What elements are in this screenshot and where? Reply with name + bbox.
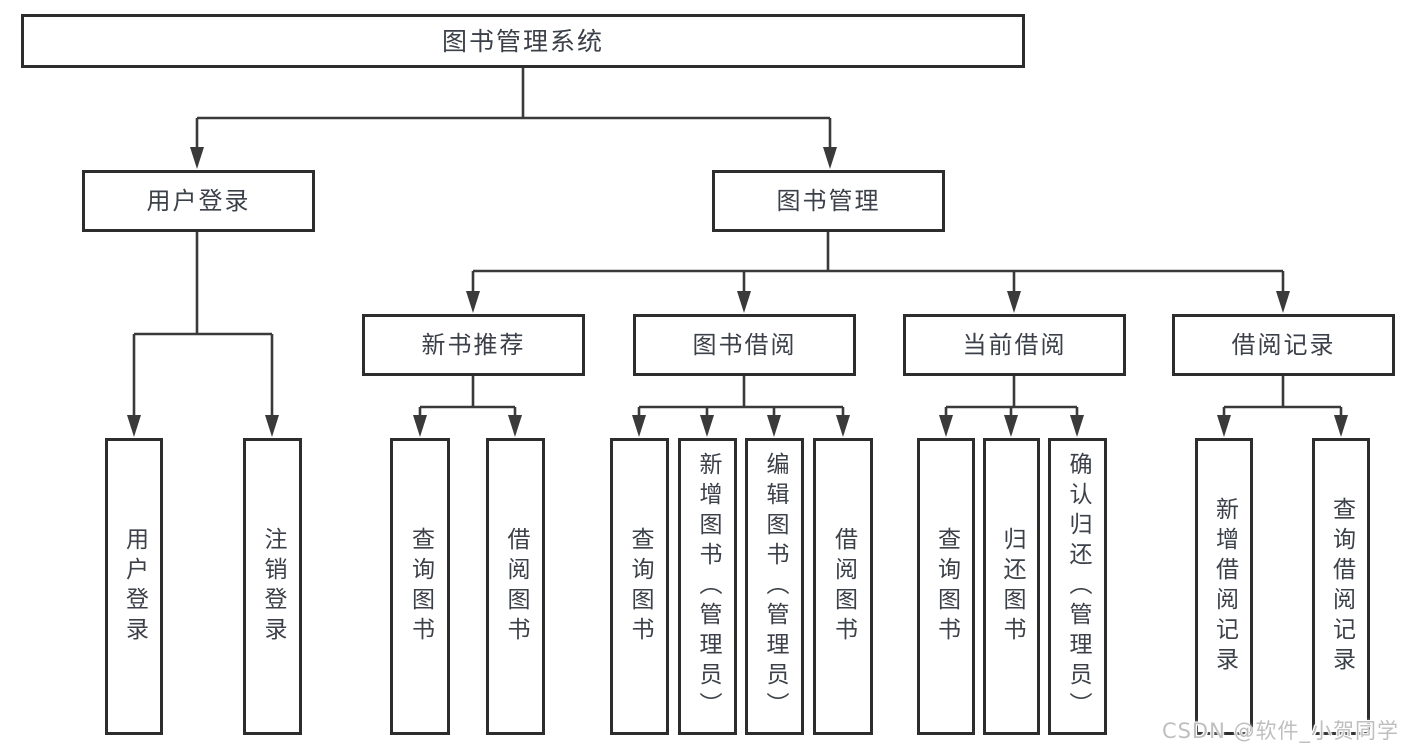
arrowhead-icons: [127, 147, 1348, 437]
leaf-query-borrow-record: 查询借阅记录: [1312, 438, 1370, 735]
leaf-borrow-query-book-label: 查询图书: [627, 526, 653, 647]
leaf-recommend-borrow-book: 借阅图书: [486, 438, 545, 735]
node-current-borrow-label: 当前借阅: [962, 331, 1067, 359]
leaf-user-login-label: 用户登录: [121, 526, 148, 647]
node-user-login: 用户登录: [82, 170, 315, 232]
node-root-label: 图书管理系统: [441, 26, 604, 56]
leaf-confirm-return-admin: 确认归还（管理员）: [1048, 438, 1107, 735]
leaf-recommend-query-book-label: 查询图书: [407, 526, 434, 647]
node-book-management-label: 图书管理: [776, 187, 881, 215]
node-root: 图书管理系统: [21, 14, 1025, 68]
leaf-current-query-book-label: 查询图书: [933, 526, 960, 647]
node-book-borrow: 图书借阅: [633, 314, 856, 376]
leaf-borrow-query-book: 查询图书: [610, 438, 669, 735]
node-new-book-recommend-label: 新书推荐: [421, 331, 526, 359]
node-borrow-records-label: 借阅记录: [1231, 331, 1336, 359]
node-book-management: 图书管理: [712, 170, 945, 232]
node-new-book-recommend: 新书推荐: [362, 314, 585, 376]
leaf-add-book-admin-label: 新增图书（管理员）: [695, 451, 721, 722]
leaf-return-book: 归还图书: [983, 438, 1040, 735]
leaf-confirm-return-admin-label: 确认归还（管理员）: [1065, 451, 1091, 722]
node-user-login-label: 用户登录: [146, 187, 251, 215]
leaf-edit-book-admin-label: 编辑图书（管理员）: [762, 451, 788, 722]
node-borrow-records: 借阅记录: [1172, 314, 1395, 376]
leaf-logout-label: 注销登录: [260, 526, 286, 647]
leaf-borrow-book: 借阅图书: [813, 438, 873, 735]
node-current-borrow: 当前借阅: [903, 314, 1126, 376]
csdn-watermark: CSDN @软件_小贺同学: [1161, 719, 1399, 743]
leaf-recommend-query-book: 查询图书: [390, 438, 450, 735]
leaf-return-book-label: 归还图书: [999, 526, 1025, 647]
node-book-borrow-label: 图书借阅: [692, 331, 797, 359]
leaf-current-query-book: 查询图书: [917, 438, 975, 735]
leaf-logout: 注销登录: [243, 438, 302, 735]
leaf-edit-book-admin: 编辑图书（管理员）: [745, 438, 804, 735]
leaf-borrow-book-label: 借阅图书: [830, 526, 857, 647]
leaf-recommend-borrow-book-label: 借阅图书: [503, 526, 529, 647]
leaf-user-login: 用户登录: [105, 438, 163, 735]
leaf-add-book-admin: 新增图书（管理员）: [678, 438, 737, 735]
leaf-add-borrow-record-label: 新增借阅记录: [1211, 496, 1238, 677]
leaf-add-borrow-record: 新增借阅记录: [1195, 438, 1253, 735]
leaf-query-borrow-record-label: 查询借阅记录: [1328, 496, 1355, 677]
